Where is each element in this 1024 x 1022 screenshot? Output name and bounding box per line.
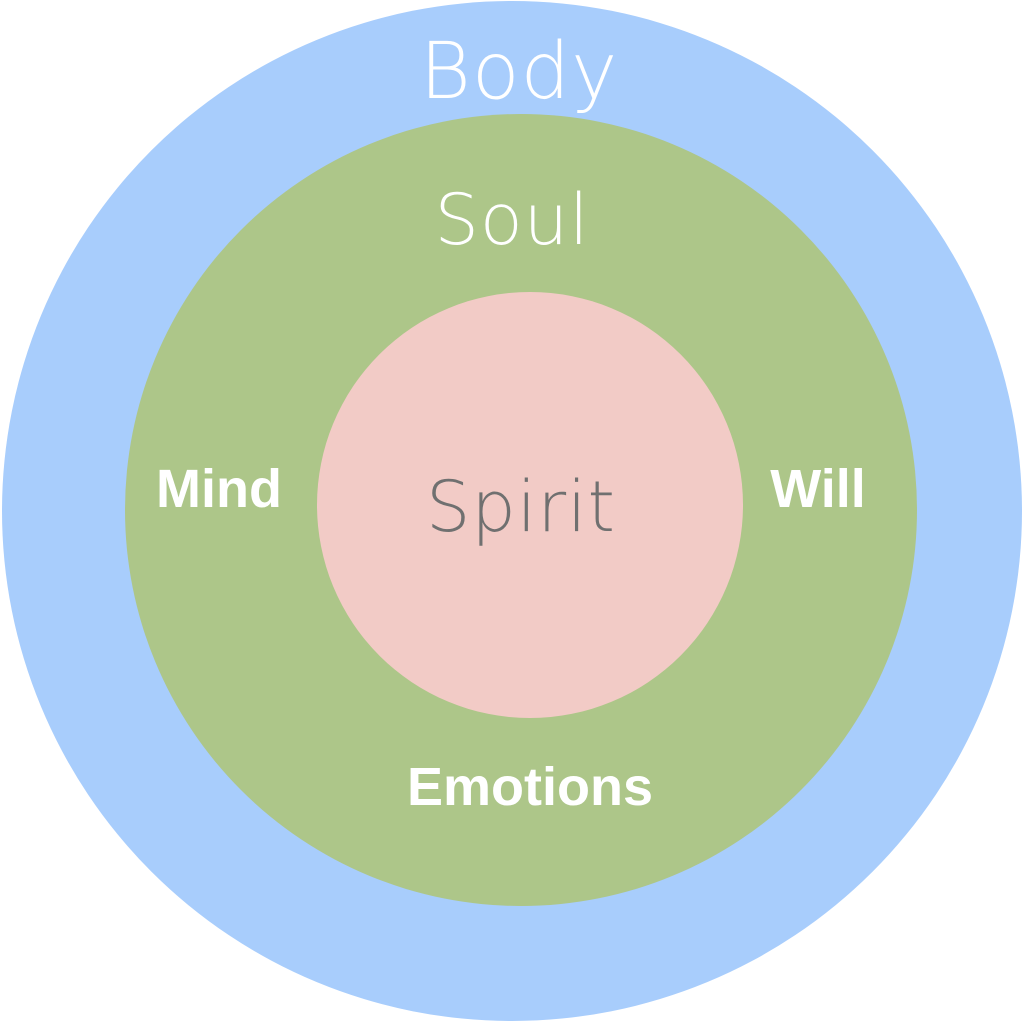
body-label: Body <box>419 27 619 117</box>
spirit-label: Spirit <box>426 466 616 548</box>
soul-label: Soul <box>434 179 590 261</box>
mind-label: Mind <box>156 459 282 519</box>
emotions-label: Emotions <box>406 757 654 817</box>
spirit-circle <box>317 292 743 718</box>
will-label: Will <box>770 459 866 519</box>
